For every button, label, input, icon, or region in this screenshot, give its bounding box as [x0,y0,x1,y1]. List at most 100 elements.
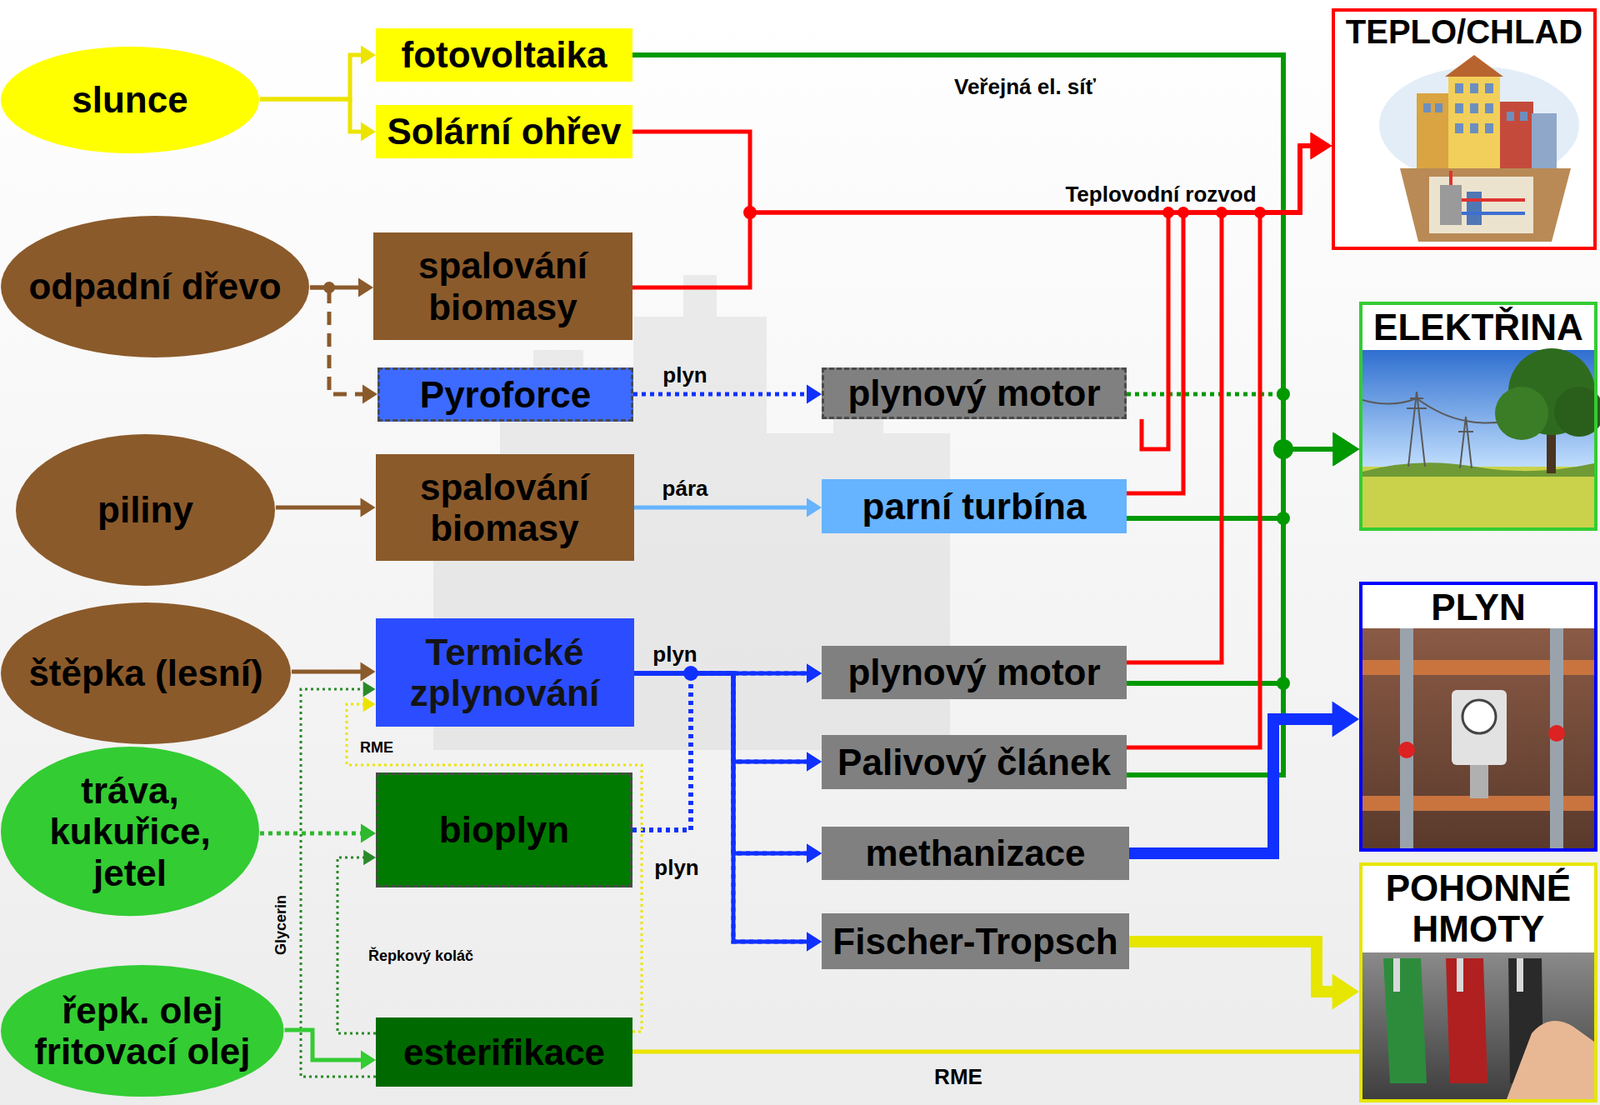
connector-line [337,857,376,1034]
connector-line [632,145,1315,288]
arrow-head [1333,432,1360,466]
arrow-head [1310,132,1332,160]
process-box: Fischer-Tropsch [821,913,1130,970]
connector-line [310,287,366,395]
connector-line [634,505,810,510]
connector [260,45,376,100]
connector [634,673,823,952]
gas-illustration [1362,585,1595,849]
output-panel: POHONNÉ HMOTY [1359,862,1598,1103]
connector [346,696,642,1032]
edge-label: plyn [662,363,707,388]
connector-line [632,131,1315,213]
connector [632,131,1332,213]
heat-illustration [1335,11,1595,247]
power-junctions [1273,387,1294,690]
edge-label: RME [360,740,394,757]
output-panel: PLYN [1359,581,1598,852]
connector-line [634,673,810,942]
source-ellipse: štěpka (lesní) [0,601,292,745]
node-text: spalování biomasy [384,466,626,550]
electricity-illustration [1362,305,1600,528]
line-label: Teplovodní rozvod [1065,182,1256,207]
process-box: Termické zplynování [375,618,635,727]
arrow-head [360,498,376,518]
edge-label: plyn [652,642,697,667]
fuel-illustration [1362,865,1595,1100]
edge-label: RME [934,1065,983,1090]
connector-line [632,673,810,830]
node-text: bioplyn [439,809,570,850]
connector [632,664,822,831]
node-text: methanizace [865,832,1085,874]
connector [260,99,376,142]
panel-title: PLYN [1430,586,1525,628]
arrow-head [806,932,822,952]
arrow-head [806,498,822,518]
node-text: štěpka (lesní) [28,652,263,694]
connector-line [291,670,364,675]
connector-line [1129,719,1338,854]
node-text: tráva, kukuřice, jetel [40,770,220,894]
connector [1126,394,1360,465]
process-box: methanizace [821,826,1130,880]
connector [1126,132,1332,748]
node-text: řepk. olej fritovací olej [25,990,260,1073]
arrow-head [360,45,376,65]
connector [337,850,376,1034]
node-text: esterifikace [403,1031,605,1073]
process-box: parní turbína [821,479,1127,534]
arrow-head [1333,432,1360,466]
arrow-head [358,278,374,298]
arrow-head [1310,132,1332,160]
source-ellipse: tráva, kukuřice, jetel [0,745,260,917]
connector [632,1051,1360,1053]
connector [1129,941,1360,1010]
arrow-head [363,696,376,713]
connector-line [632,55,1339,450]
connector-line [1126,449,1339,519]
connector-line [1129,941,1338,992]
arrow-head [1310,132,1332,160]
node-text: fotovoltaika [401,34,608,75]
process-box: spalování biomasy [373,232,633,340]
wood-junction [323,281,335,294]
panel-title: TEPLO/CHLAD [1345,13,1583,51]
connector [260,824,376,844]
arrow-head [1310,132,1332,160]
source-ellipse: odpadní dřevo [0,215,310,359]
connector-line [260,831,365,836]
connector-line [1126,145,1315,663]
connector [632,673,822,864]
arrow-head [360,662,376,682]
source-ellipse: piliny [15,433,276,587]
source-ellipse: řepk. olej fritovací olej [0,964,285,1098]
arrow-head [806,664,822,684]
connector-line [260,99,365,132]
arrow-head [806,844,822,864]
arrow-head [806,752,822,772]
source-ellipse: slunce [0,45,260,155]
connector [633,385,822,405]
ellipse-fill [0,602,291,745]
process-box: fotovoltaika [375,28,633,82]
process-box: Pyroforce [377,367,634,422]
connector [275,498,376,518]
arrow-head [362,385,378,405]
connector-line [1126,449,1339,684]
process-box: esterifikace [375,1017,633,1087]
process-box: plynový motor [821,367,1127,420]
connector-line [260,55,365,100]
arrow-head [1332,701,1360,738]
arrow-head [363,850,376,866]
ellipse-fill [15,434,275,586]
node-text: plynový motor [847,372,1100,414]
process-box: Palivový článek [821,735,1127,790]
output-panel: ELEKTŘINA [1359,301,1598,531]
heat-junctions [743,205,1266,220]
connector-line [632,673,810,942]
connector [310,287,378,405]
panel-title: POHONNÉ HMOTY [1365,867,1591,950]
connector-line [632,673,810,854]
connector [310,278,374,298]
